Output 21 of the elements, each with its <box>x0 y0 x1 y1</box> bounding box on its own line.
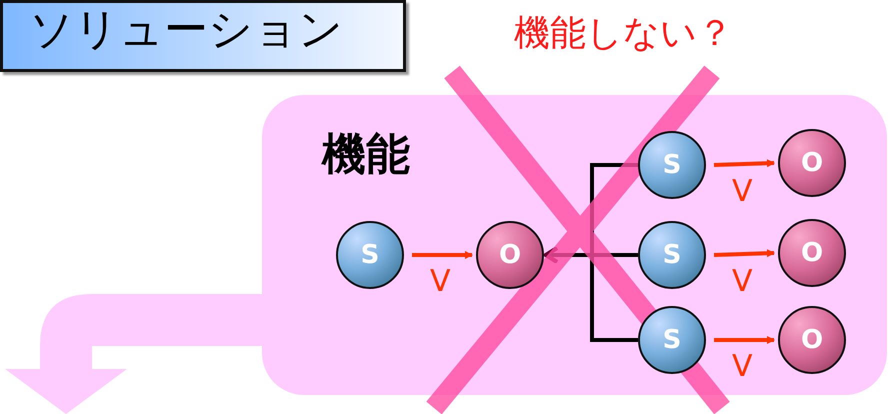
object-circle: O <box>476 221 544 289</box>
subject-circle: S <box>638 221 706 289</box>
title-box: ソリューション <box>0 0 406 72</box>
panel-heading: 機能 <box>322 133 410 177</box>
note-text: 機能しない？ <box>514 14 733 54</box>
object-circle: O <box>778 306 846 374</box>
subject-circle: S <box>638 306 706 374</box>
edge-label: V <box>732 267 753 297</box>
edge-label: V <box>732 352 753 382</box>
arrow <box>412 251 473 259</box>
subject-circle: S <box>638 131 706 199</box>
arrow <box>714 336 775 344</box>
edge-label: V <box>430 267 451 297</box>
subject-circle: S <box>336 221 404 289</box>
bent-arrow <box>5 294 264 414</box>
panel <box>262 95 887 395</box>
object-circle: O <box>778 129 846 197</box>
arrow <box>714 159 775 168</box>
arrow <box>714 249 775 258</box>
object-circle: O <box>778 219 846 287</box>
edge-label: V <box>732 177 753 207</box>
